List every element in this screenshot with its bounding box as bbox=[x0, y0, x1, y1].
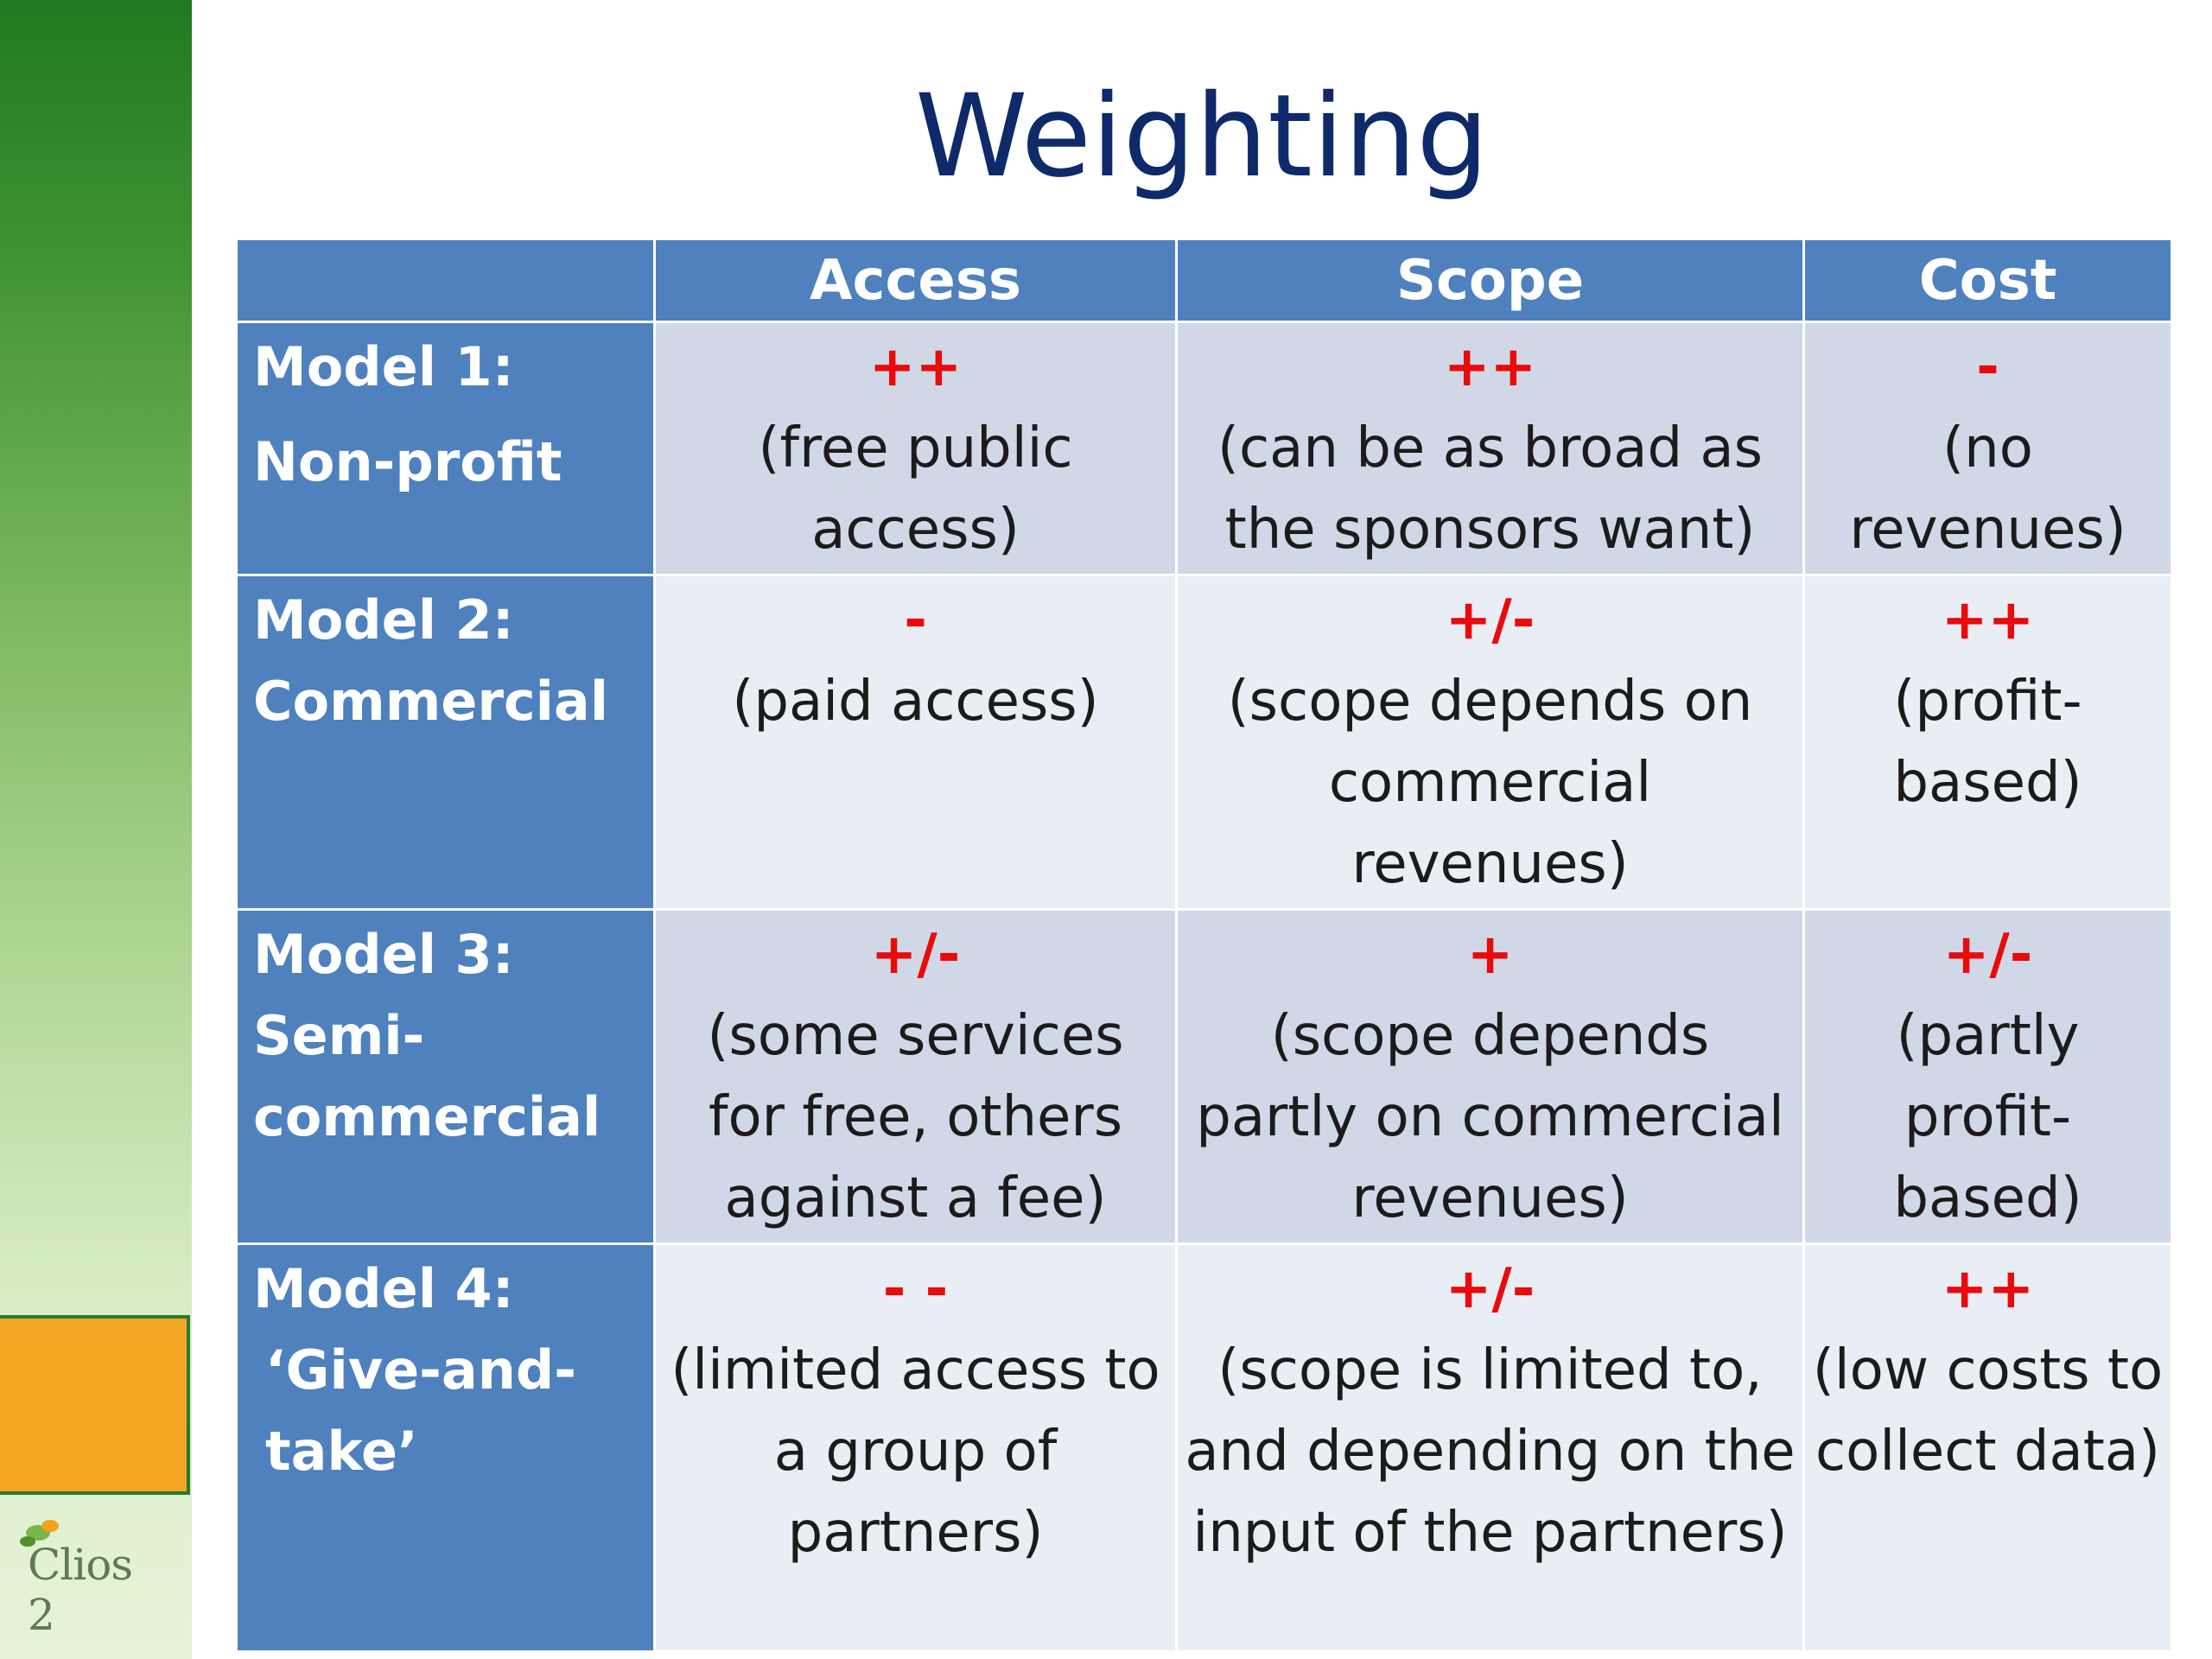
description: (profit-based) bbox=[1893, 670, 2082, 815]
header-row: Access Scope Cost bbox=[235, 238, 2173, 323]
weighting-table: Access Scope Cost Model 1: Non-profit ++… bbox=[235, 238, 2173, 1653]
description: (low costs to collect data) bbox=[1812, 1338, 2164, 1484]
rating: +/- bbox=[1445, 1257, 1535, 1321]
rating: - - bbox=[882, 1257, 949, 1321]
rating: ++ bbox=[1941, 1257, 2035, 1321]
cell-cost: ++ (profit-based) bbox=[1802, 574, 2173, 911]
description: (no revenues) bbox=[1849, 416, 2126, 562]
rating: +/- bbox=[1445, 588, 1535, 652]
header-corner bbox=[235, 238, 656, 323]
rating: - bbox=[1976, 335, 1999, 399]
header-scope: Scope bbox=[1175, 238, 1805, 323]
description: (scope is limited to, and depending on t… bbox=[1185, 1338, 1796, 1565]
table-row: Model 3: Semi-commercial +/- (some servi… bbox=[235, 908, 2173, 1245]
table-row: Model 4: ‘Give-and-take’ - - (limited ac… bbox=[235, 1243, 2173, 1653]
cell-access: - (paid access) bbox=[653, 574, 1178, 911]
description: (scope depends partly on commercial reve… bbox=[1196, 1004, 1784, 1230]
cell-cost: +/- (partly profit-based) bbox=[1802, 908, 2173, 1245]
cell-access: - - (limited access to a group of partne… bbox=[653, 1243, 1178, 1653]
description: (some services for free, others against … bbox=[707, 1004, 1124, 1230]
cell-cost: - (no revenues) bbox=[1802, 321, 2173, 576]
clios-logo: Clios 2 bbox=[16, 1514, 162, 1640]
description: (partly profit-based) bbox=[1893, 1004, 2082, 1230]
model-number: Model 4: bbox=[253, 1257, 514, 1320]
description: (free public access) bbox=[758, 416, 1073, 562]
row-header-model-2: Model 2: Commercial bbox=[235, 574, 656, 911]
description: (limited access to a group of partners) bbox=[671, 1338, 1160, 1565]
cell-scope: +/- (scope depends on commercial revenue… bbox=[1175, 574, 1805, 911]
row-header-model-1: Model 1: Non-profit bbox=[235, 321, 656, 576]
cell-scope: ++ (can be as broad as the sponsors want… bbox=[1175, 321, 1805, 576]
cell-access: +/- (some services for free, others agai… bbox=[653, 908, 1178, 1245]
header-access: Access bbox=[653, 238, 1178, 323]
row-header-model-4: Model 4: ‘Give-and-take’ bbox=[235, 1243, 656, 1653]
table-row: Model 1: Non-profit ++ (free public acce… bbox=[235, 321, 2173, 576]
rating: - bbox=[904, 588, 927, 652]
model-number: Model 3: bbox=[253, 923, 514, 986]
description: (scope depends on commercial revenues) bbox=[1227, 670, 1753, 896]
description: (can be as broad as the sponsors want) bbox=[1217, 416, 1763, 562]
rating: ++ bbox=[1941, 588, 2035, 652]
rating: ++ bbox=[1443, 335, 1537, 399]
sidebar-accent-block bbox=[0, 1315, 190, 1495]
model-number: Model 1: bbox=[253, 335, 514, 398]
row-header-model-3: Model 3: Semi-commercial bbox=[235, 908, 656, 1245]
model-name: Non-profit bbox=[253, 430, 563, 493]
description: (paid access) bbox=[732, 670, 1099, 734]
rating: ++ bbox=[868, 335, 963, 399]
header-cost: Cost bbox=[1802, 238, 2173, 323]
model-name: Commercial bbox=[253, 670, 609, 733]
cell-access: ++ (free public access) bbox=[653, 321, 1178, 576]
page-title: Weighting bbox=[915, 70, 1489, 203]
rating: +/- bbox=[1942, 923, 2033, 987]
model-name: Semi-commercial bbox=[253, 1004, 601, 1148]
leaf-icon bbox=[20, 1520, 59, 1547]
model-number: Model 2: bbox=[253, 588, 514, 652]
cell-cost: ++ (low costs to collect data) bbox=[1802, 1243, 2173, 1653]
rating: + bbox=[1466, 923, 1514, 987]
logo-text: Clios 2 bbox=[28, 1540, 133, 1640]
cell-scope: + (scope depends partly on commercial re… bbox=[1175, 908, 1805, 1245]
model-name: ‘Give-and-take’ bbox=[265, 1338, 576, 1483]
cell-scope: +/- (scope is limited to, and depending … bbox=[1175, 1243, 1805, 1653]
rating: +/- bbox=[870, 923, 961, 987]
table-row: Model 2: Commercial - (paid access) +/- … bbox=[235, 574, 2173, 911]
